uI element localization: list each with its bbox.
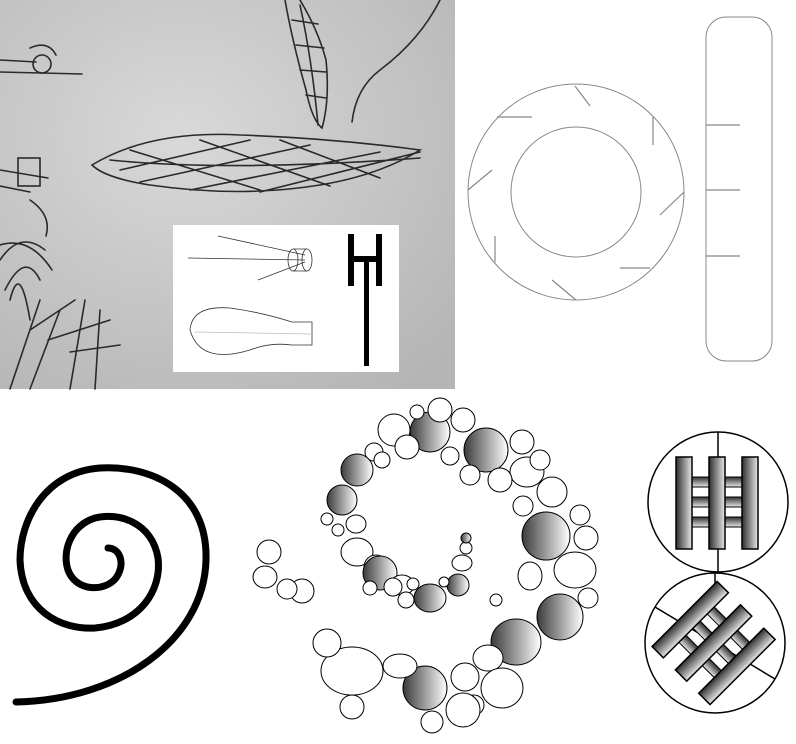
sketch-grass <box>0 241 121 390</box>
outline-bubble <box>373 451 391 469</box>
outline-bubble <box>512 495 534 517</box>
gear-top-bar <box>741 456 759 550</box>
shaded-bubble <box>413 583 447 613</box>
gear-bottom-bar <box>674 603 753 683</box>
outline-bubble <box>362 580 378 596</box>
shaded-bubble <box>340 453 374 487</box>
outline-bubble <box>312 628 342 658</box>
inset-bulb <box>189 307 313 355</box>
shaded-bubble <box>460 532 472 544</box>
vertical-rail <box>705 16 773 362</box>
inner-ring <box>510 126 642 258</box>
gear-top-bar <box>675 456 693 550</box>
shaded-bubble <box>463 427 509 473</box>
outline-bubble <box>569 504 591 526</box>
outline-bubble <box>409 404 425 420</box>
rail-ticks <box>706 124 740 257</box>
sketch-hub-box <box>17 157 41 187</box>
outline-bubble <box>487 467 513 493</box>
outline-bubble <box>420 710 444 734</box>
outline-bubble <box>256 539 282 565</box>
outline-bubble <box>459 541 473 555</box>
outline-bubble <box>383 577 403 597</box>
shaded-bubble <box>446 573 470 597</box>
outline-bubble <box>345 514 367 534</box>
shaded-bubble <box>536 593 584 641</box>
ring-ticks <box>467 85 685 301</box>
shaded-bubble <box>521 511 571 561</box>
outline-bubble <box>276 578 298 600</box>
outline-bubble <box>440 446 460 466</box>
outline-bubble <box>509 429 535 455</box>
gear-detail-panel <box>644 431 789 714</box>
sketch-blade-lattice <box>109 139 421 193</box>
outline-bubble <box>459 464 481 486</box>
gear-detail-top <box>647 431 789 573</box>
outline-bubble <box>529 449 551 471</box>
shaded-bubble <box>490 618 542 666</box>
outline-bubble <box>382 653 418 679</box>
gear-detail-bottom <box>644 572 786 714</box>
gear-bottom-bar <box>697 627 777 706</box>
bubble-spiral <box>252 397 599 734</box>
outline-bubble <box>573 525 599 551</box>
outline-bubble <box>489 593 503 607</box>
outline-bubble <box>331 523 345 537</box>
inset-h-symbol <box>348 234 382 366</box>
outline-bubble <box>472 644 504 672</box>
outline-bubble <box>320 512 334 526</box>
inset-schematic <box>173 225 399 372</box>
outline-bubble <box>553 551 597 589</box>
outline-bubble <box>394 434 420 460</box>
outline-bubble <box>517 561 543 591</box>
outline-bubble <box>445 692 481 728</box>
outline-bubble <box>406 577 420 591</box>
outline-bubble <box>397 591 415 609</box>
outline-bubble <box>480 667 524 709</box>
outline-bubble <box>451 554 473 572</box>
outline-bubble <box>450 407 476 433</box>
pencil-strokes <box>0 0 441 390</box>
outline-bubble <box>340 537 374 567</box>
sketch-feather <box>284 0 329 130</box>
outline-bubble <box>577 587 599 609</box>
outline-bubble <box>438 576 450 588</box>
inset-frame <box>173 225 399 372</box>
outline-bubble <box>427 397 453 423</box>
shaded-bubble <box>402 665 448 711</box>
outline-bubble <box>536 476 568 508</box>
sketch-curve-right <box>351 0 441 123</box>
sketch-blade-outline <box>90 133 423 193</box>
sketch-photo-panel <box>0 0 455 390</box>
sketch-rotor-arm <box>0 44 83 75</box>
outline-bubble <box>450 662 480 692</box>
gear-top-bar <box>708 456 726 550</box>
gear-bottom-bar <box>651 580 730 659</box>
outline-bubble <box>339 694 365 720</box>
solid-spiral <box>12 464 210 706</box>
inset-bulb-axis <box>194 331 313 335</box>
shaded-bubble <box>326 484 358 516</box>
ring-and-rail-panel <box>467 16 773 362</box>
outline-bubble <box>252 565 278 589</box>
inset-nozzle-body <box>293 248 307 272</box>
sketch-hub-lines <box>0 169 49 237</box>
